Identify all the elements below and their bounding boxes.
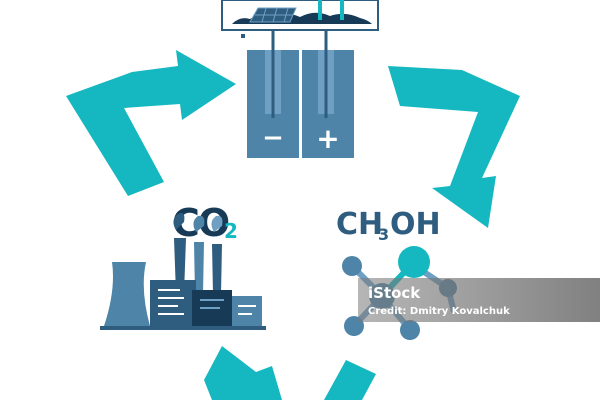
methanol-label: CH 3 OH [336, 207, 441, 244]
arrow-right-down [388, 66, 520, 228]
methanol-oh: OH [390, 207, 441, 242]
arrow-bottom-left [204, 346, 282, 400]
co2-subscript: 2 [224, 219, 238, 243]
factory-icon [100, 213, 266, 330]
methanol-ch: CH [336, 207, 383, 242]
wind-turbine-icon [318, 0, 322, 20]
oxygen-atom [398, 246, 430, 278]
battery-icon: − + [241, 30, 354, 158]
arrow-bottom-right [324, 360, 376, 400]
renewable-energy-panel [221, 0, 379, 31]
plus-symbol: + [316, 122, 339, 155]
arrow-left-up [66, 50, 236, 196]
watermark-credit: Credit: Dmitry Kovalchuk [368, 306, 510, 317]
watermark: iStock Credit: Dmitry Kovalchuk [358, 278, 600, 322]
watermark-brand: iStock [368, 284, 421, 302]
methanol-subscript: 3 [378, 225, 389, 244]
minus-symbol: − [262, 123, 284, 153]
